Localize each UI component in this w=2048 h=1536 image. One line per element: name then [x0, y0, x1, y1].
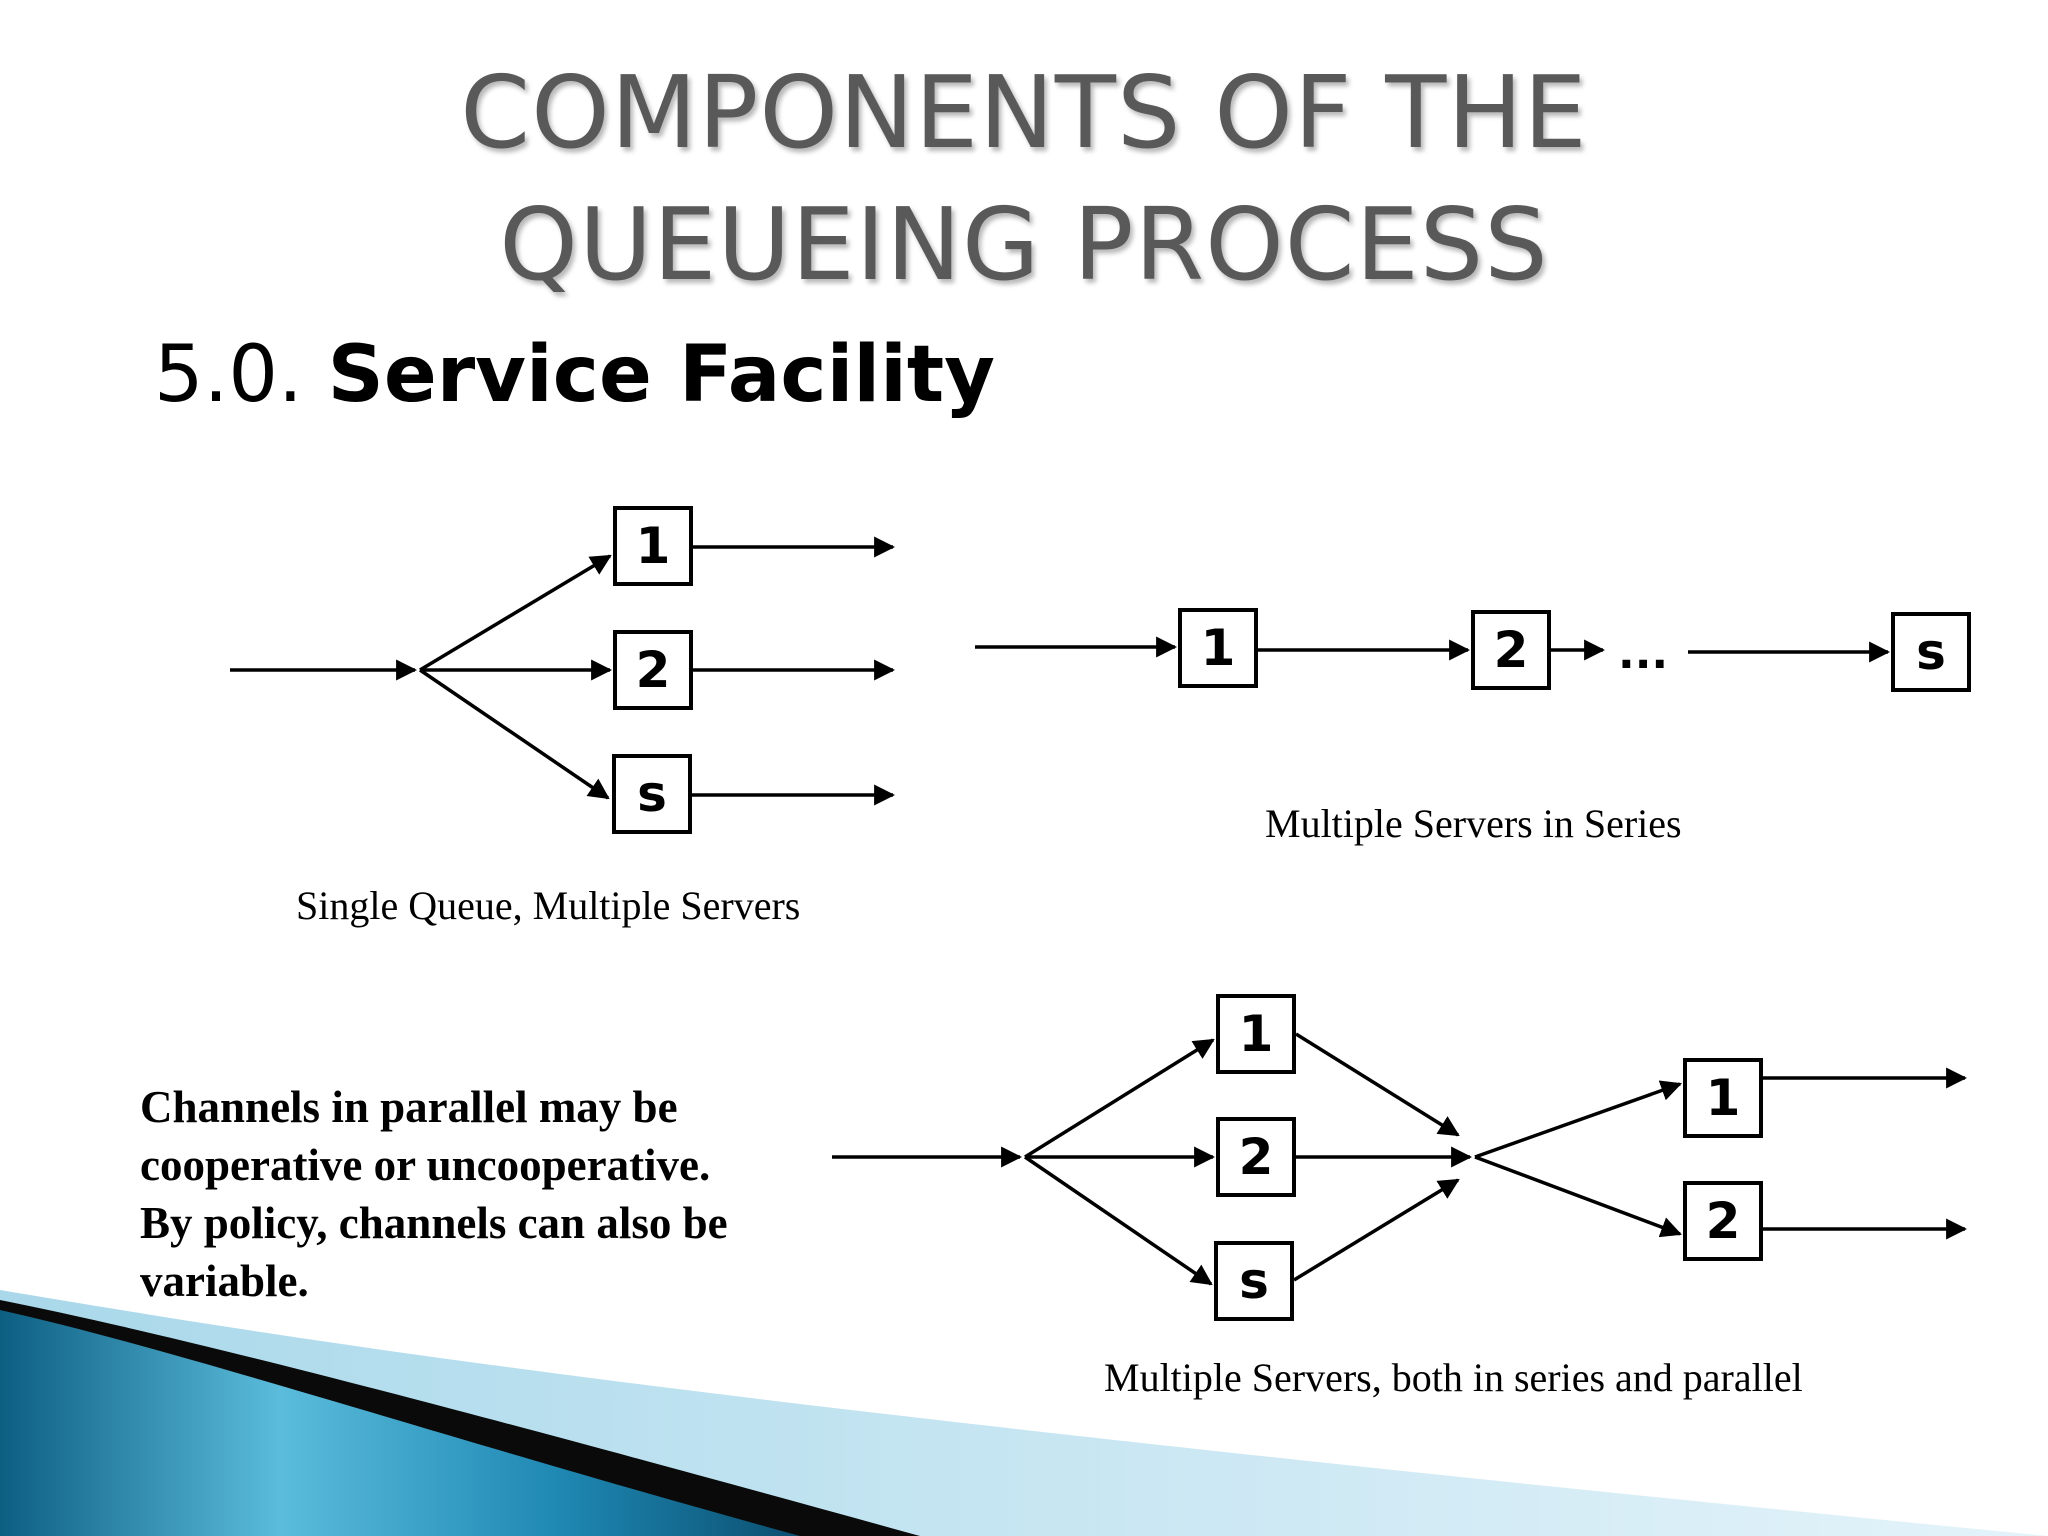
server-label: s — [1239, 1252, 1269, 1310]
server-label: 1 — [1239, 1005, 1274, 1063]
server-box: 1 — [1683, 1058, 1763, 1138]
branch-arrow — [419, 554, 612, 672]
branch-arrow — [1474, 1155, 1682, 1238]
note-line: By policy, channels can also be — [140, 1198, 728, 1248]
server-box: 2 — [1683, 1181, 1763, 1261]
server-label: 2 — [1706, 1192, 1741, 1250]
merge-arrow — [1293, 1178, 1460, 1282]
server-box: 2 — [1471, 610, 1551, 690]
server-box: 2 — [1216, 1117, 1296, 1197]
section-number: 5.0. — [154, 330, 303, 420]
server-label: 2 — [1239, 1128, 1274, 1186]
single-queue-diagram: 1 2 s — [230, 506, 896, 834]
server-box: 2 — [613, 630, 693, 710]
server-label: 2 — [1494, 621, 1529, 679]
ellipsis: ... — [1618, 628, 1668, 679]
server-label: 1 — [636, 517, 671, 575]
slide-title-line-1: COMPONENTS OF THE — [460, 54, 1588, 171]
server-box: s — [1214, 1241, 1294, 1321]
note-line: variable. — [140, 1256, 309, 1306]
note-line: cooperative or uncooperative. — [140, 1140, 711, 1190]
server-label: s — [637, 765, 667, 823]
branch-arrow — [1024, 1155, 1213, 1286]
channels-note: Channels in parallel may be cooperative … — [140, 1078, 728, 1310]
server-box: 1 — [1178, 608, 1258, 688]
caption-single-queue: Single Queue, Multiple Servers — [296, 883, 801, 928]
caption-series: Multiple Servers in Series — [1265, 801, 1682, 846]
series-parallel-diagram: 1 2 s 1 2 — [832, 994, 1968, 1321]
merge-arrow — [1295, 1032, 1460, 1137]
server-label: s — [1916, 623, 1946, 681]
server-label: 1 — [1706, 1069, 1741, 1127]
section-name: Service Facility — [327, 330, 995, 420]
server-box: 1 — [1216, 994, 1296, 1074]
server-box: s — [612, 754, 692, 834]
branch-arrow — [1024, 1038, 1215, 1159]
note-line: Channels in parallel may be — [140, 1082, 678, 1132]
branch-arrow — [419, 668, 610, 800]
server-box: 1 — [613, 506, 693, 586]
slide-title-line-2: QUEUEING PROCESS — [499, 186, 1549, 303]
server-label: 2 — [636, 641, 671, 699]
decorative-swoosh — [0, 1290, 2048, 1536]
branch-arrow — [1474, 1080, 1682, 1159]
server-box: s — [1891, 612, 1971, 692]
series-diagram: 1 2 ... s — [975, 608, 1971, 692]
section-heading: 5.0. Service Facility — [154, 330, 995, 420]
caption-series-parallel: Multiple Servers, both in series and par… — [1104, 1355, 1803, 1400]
server-label: 1 — [1201, 619, 1236, 677]
